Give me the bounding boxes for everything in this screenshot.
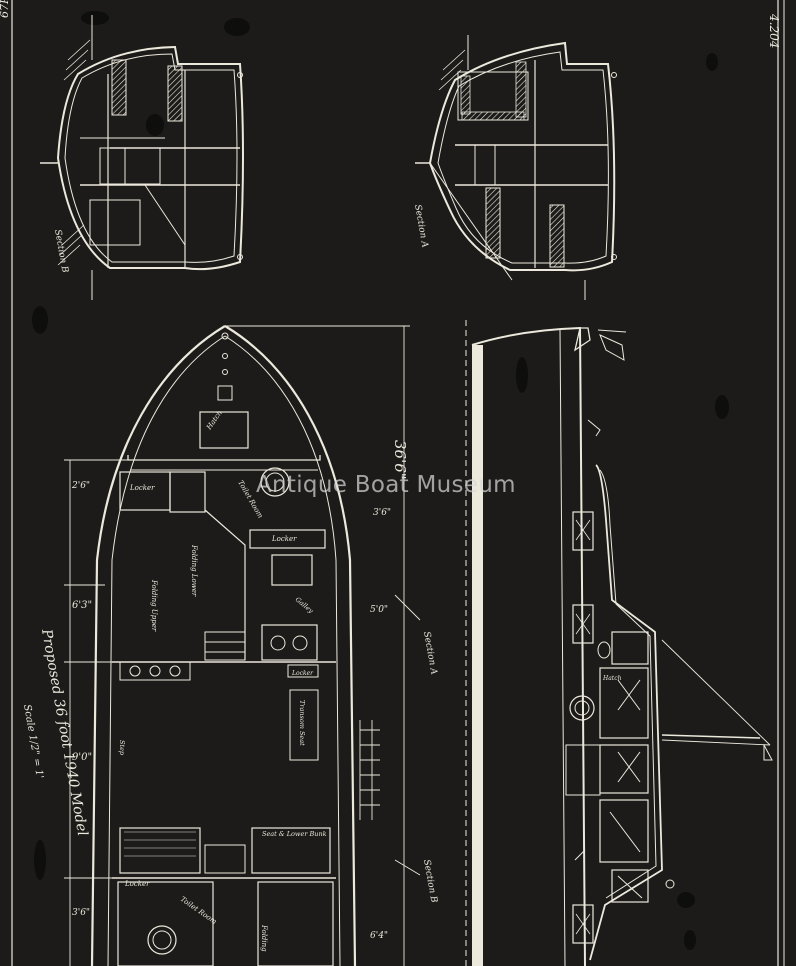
locker-mid-label: Locker — [271, 535, 297, 543]
profile-hatch-label: Hatch — [602, 675, 622, 682]
step-label: Step — [118, 740, 126, 756]
dim-3-6: 3'6" — [72, 908, 90, 918]
folding-upper-label: Folding Upper — [150, 579, 158, 632]
dim-9-0: 9'0" — [72, 752, 92, 763]
corner-label-left: 67P — [0, 0, 11, 18]
dim-2-6: 2'6" — [71, 481, 90, 491]
transom-seat-label: Transom Seat — [298, 700, 306, 746]
watermark: Antique Boat Museum — [256, 472, 516, 498]
overall-length-dimension: 36'6" — [391, 440, 409, 480]
plan-dimension-lines — [64, 325, 421, 966]
section-a-drawing — [415, 35, 617, 300]
plan-view-hull — [90, 325, 357, 966]
profile-view — [465, 320, 773, 966]
ink-stains — [32, 11, 729, 950]
dim-right-6-4: 6'4" — [370, 931, 388, 941]
dim-right-5-0: 5'0" — [370, 605, 388, 615]
seat-bunk-label: Seat & Lower Bunk — [262, 830, 327, 838]
folding-aft-label: Folding — [260, 924, 268, 952]
dim-6-3: 6'3" — [72, 600, 92, 611]
folding-lower-label: Folding Lower — [190, 544, 198, 597]
corner-label-right: 4.204 — [767, 13, 781, 48]
locker-fwd-label: Locker — [129, 484, 155, 492]
locker-galley-label: Locker — [291, 670, 314, 677]
locker-aft-label: Locker — [124, 880, 150, 888]
section-b-drawing — [40, 15, 244, 300]
dim-right-3-6: 3'6" — [373, 508, 391, 518]
